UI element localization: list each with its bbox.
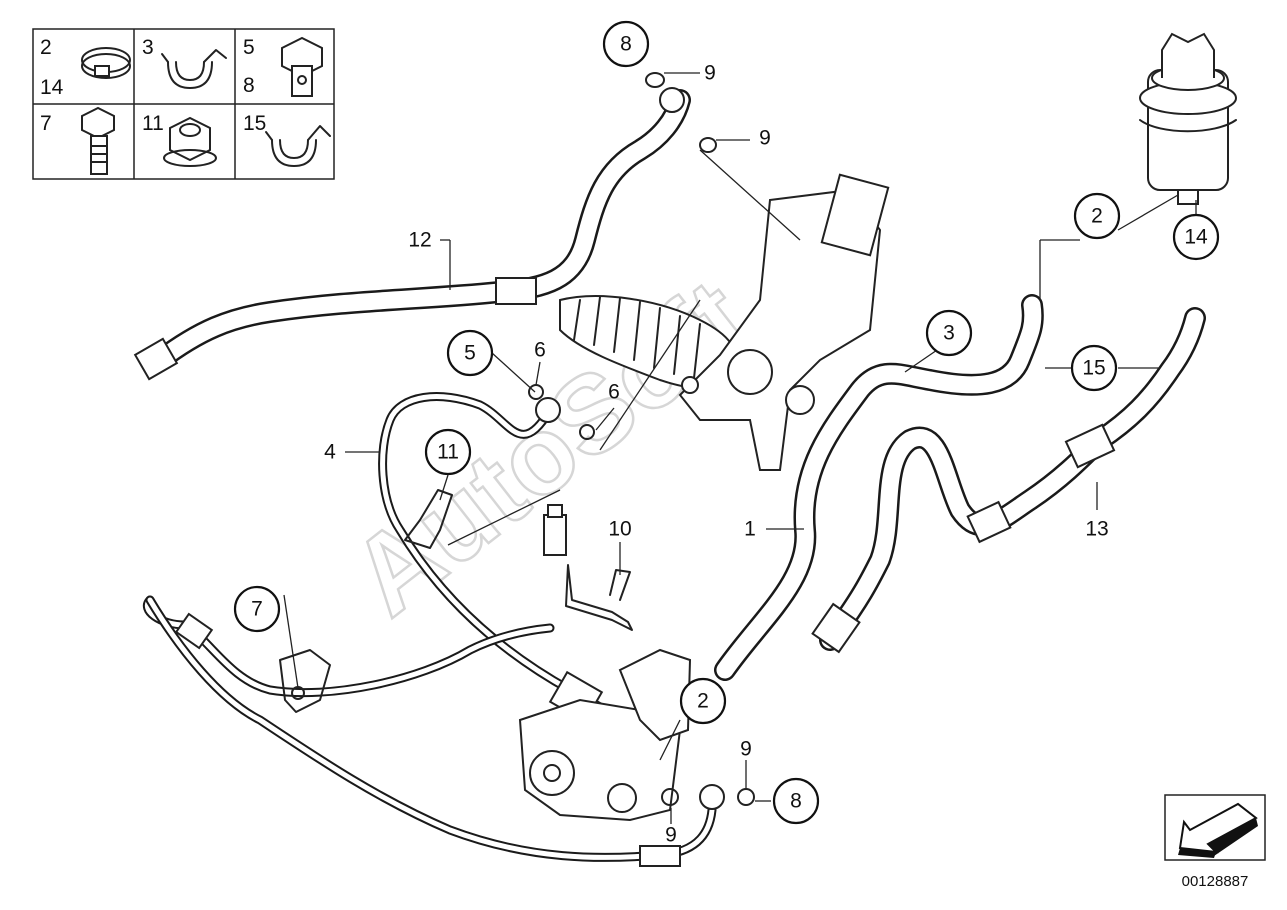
callout-11[interactable]: 11 <box>424 428 472 476</box>
hex-nut-icon <box>163 116 217 167</box>
callout-12[interactable]: 12 <box>408 229 431 252</box>
callout-label: 11 <box>437 441 459 464</box>
callout-6-a[interactable]: 6 <box>534 339 546 362</box>
callout-3[interactable]: 3 <box>925 309 973 357</box>
legend-label: 8 <box>243 74 255 97</box>
steering-rack[interactable] <box>559 173 890 471</box>
callout-label: 8 <box>790 790 802 813</box>
legend-cell-15[interactable]: 15 <box>243 112 331 167</box>
leader-lines <box>283 72 1197 824</box>
callout-label: 2 <box>697 690 709 713</box>
bracket-11[interactable] <box>404 489 453 549</box>
callout-label: 3 <box>943 322 955 345</box>
bracket-clip-icon <box>265 125 331 167</box>
callout-2-bottom[interactable]: 2 <box>679 677 727 725</box>
callout-10[interactable]: 10 <box>608 518 631 541</box>
callout-label: 15 <box>1082 357 1105 380</box>
callout-15[interactable]: 15 <box>1070 344 1118 392</box>
hex-bolt-icon <box>81 106 115 175</box>
callout-7[interactable]: 7 <box>233 585 281 633</box>
callout-2-top[interactable]: 2 <box>1073 192 1121 240</box>
legend-cell-7[interactable]: 7 <box>40 106 115 175</box>
legend-label: 7 <box>40 112 52 135</box>
callout-9-c[interactable]: 9 <box>740 738 752 761</box>
legend-cell-11[interactable]: 11 <box>142 112 217 167</box>
legend-grid: 2 14 3 5 8 <box>32 28 335 180</box>
callout-label: 7 <box>251 598 263 621</box>
callout-8-top[interactable]: 8 <box>602 20 650 68</box>
legend-cell-3[interactable]: 3 <box>142 36 227 89</box>
legend-label: 3 <box>142 36 154 59</box>
callout-label: 14 <box>1184 226 1208 249</box>
legend-cell-5-8[interactable]: 5 8 <box>243 36 323 97</box>
callout-1[interactable]: 1 <box>744 518 756 541</box>
watermark: AutoSoft <box>329 256 771 639</box>
legend-label: 2 <box>40 36 52 59</box>
power-steering-pump[interactable] <box>518 648 755 822</box>
bracket-7[interactable] <box>279 649 331 713</box>
hose-12[interactable] <box>133 87 691 381</box>
callout-9-b[interactable]: 9 <box>759 127 771 150</box>
arrow-back-icon[interactable] <box>1164 794 1266 861</box>
legend-label: 15 <box>243 112 266 135</box>
callout-8-bottom[interactable]: 8 <box>772 777 820 825</box>
return-pipe[interactable] <box>143 595 717 867</box>
legend-label: 14 <box>40 76 64 99</box>
callout-label: 2 <box>1091 205 1103 228</box>
pressure-switch[interactable] <box>543 504 567 556</box>
hose-1[interactable] <box>714 294 1044 681</box>
callout-13[interactable]: 13 <box>1085 518 1108 541</box>
hose-clamp-icon <box>81 47 131 79</box>
legend-label: 11 <box>142 112 164 135</box>
callout-4[interactable]: 4 <box>324 441 336 464</box>
callout-label: 5 <box>464 342 476 365</box>
seal-rings <box>528 72 717 440</box>
callout-9-a[interactable]: 9 <box>704 62 716 85</box>
fluid-reservoir[interactable] <box>1139 32 1237 205</box>
callout-5[interactable]: 5 <box>446 329 494 377</box>
bracket-clip-icon <box>161 49 227 89</box>
legend-label: 5 <box>243 36 255 59</box>
bracket-10[interactable] <box>565 564 633 631</box>
banjo-bolt-icon <box>281 36 323 97</box>
hose-13[interactable] <box>811 307 1206 654</box>
callout-label: 8 <box>620 33 632 56</box>
part-number: 00128887 <box>1182 873 1249 890</box>
callout-6-b[interactable]: 6 <box>608 381 620 404</box>
legend-cell-2-14[interactable]: 2 14 <box>40 36 131 99</box>
callout-14[interactable]: 14 <box>1172 213 1220 261</box>
callout-9-d[interactable]: 9 <box>665 824 677 847</box>
